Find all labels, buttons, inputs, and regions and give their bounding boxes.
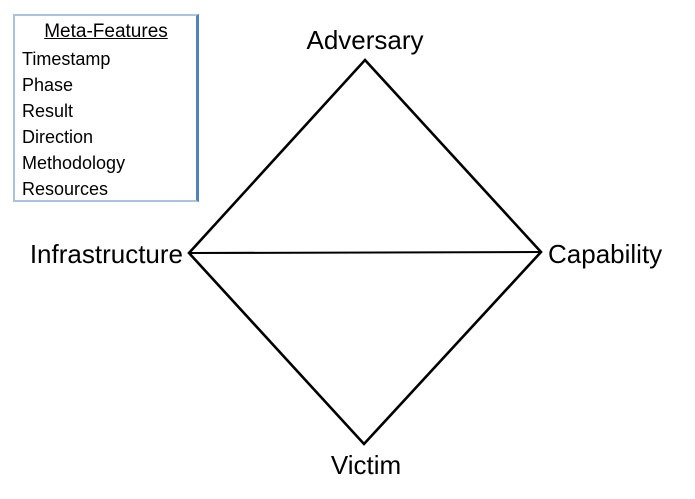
victim-vertex-label: Victim — [330, 450, 402, 480]
meta-features-title: Meta-Features — [44, 21, 168, 42]
meta-feature-result: Result — [22, 101, 74, 121]
capability-vertex-label: Capability — [548, 239, 663, 269]
adversary-vertex-label: Adversary — [306, 25, 424, 55]
meta-feature-timestamp: Timestamp — [22, 49, 111, 69]
infrastructure-vertex-label: Infrastructure — [29, 239, 183, 269]
infrastructure-capability-axis-line — [188, 251, 542, 254]
diamond-outline — [187, 58, 543, 446]
meta-feature-phase: Phase — [22, 75, 74, 95]
meta-feature-methodology: Methodology — [22, 153, 126, 173]
meta-feature-direction: Direction — [22, 127, 94, 147]
meta-features-box: Meta-Features Timestamp Phase Result Dir… — [13, 14, 199, 202]
meta-feature-resources: Resources — [22, 179, 109, 199]
